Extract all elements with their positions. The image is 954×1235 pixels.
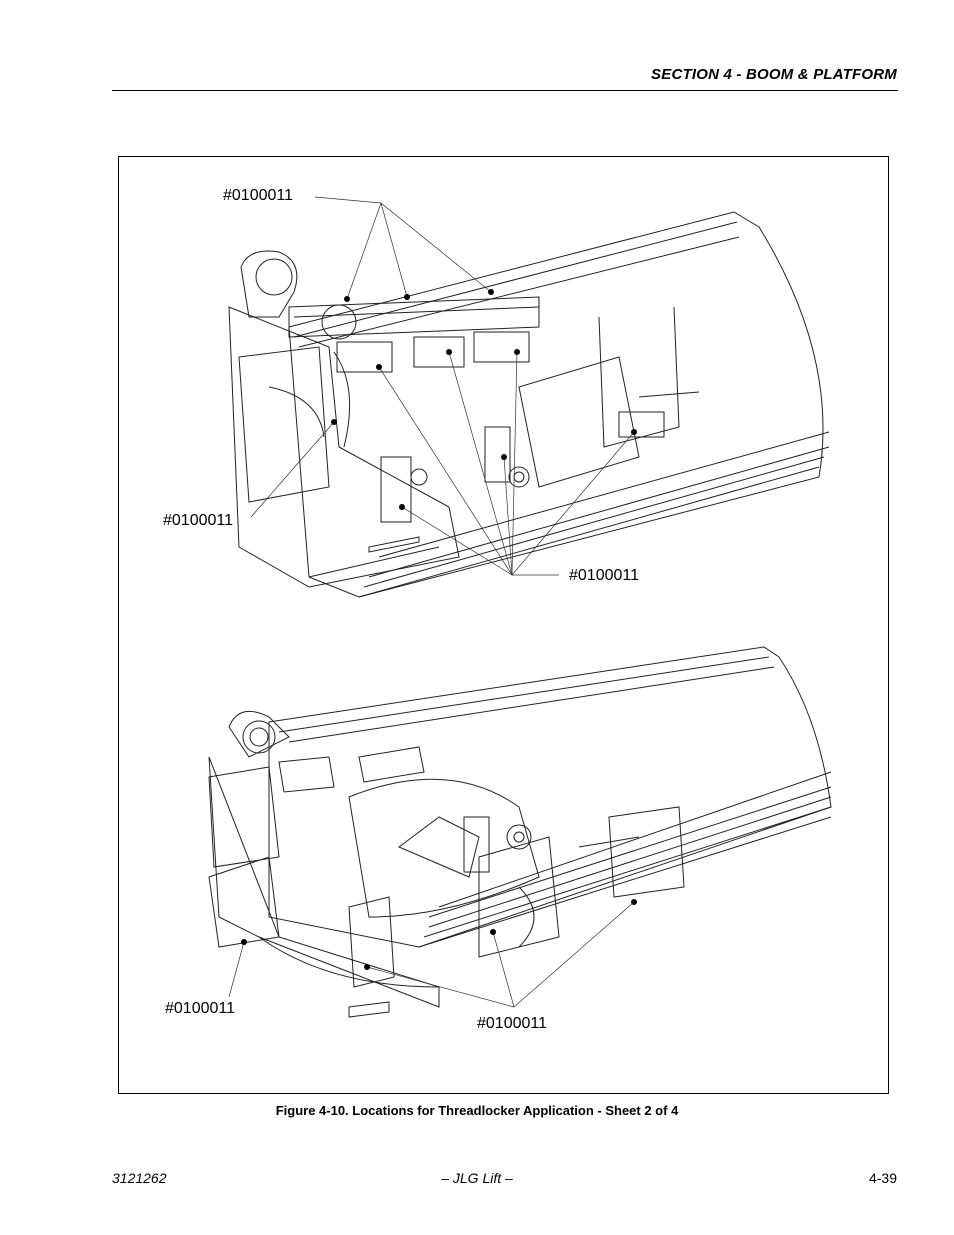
- boom-drawing: [208, 196, 832, 1018]
- callout-top: #0100011: [223, 187, 293, 204]
- header-rule: [112, 90, 898, 91]
- threadlocker-dots: [241, 289, 637, 970]
- callout-left-upper: #0100011: [163, 512, 233, 529]
- footer-center-text: – JLG Lift –: [441, 1170, 513, 1186]
- doc-number: 3121262: [112, 1170, 167, 1186]
- section-title: SECTION 4 - BOOM & PLATFORM: [651, 66, 897, 83]
- upper-boom-drawing: [228, 211, 830, 598]
- callout-left-lower: #0100011: [165, 1000, 235, 1017]
- figure-caption: Figure 4-10. Locations for Threadlocker …: [275, 1103, 679, 1118]
- callout-center-lower: #0100011: [477, 1015, 547, 1032]
- leader-lines: [228, 196, 635, 1008]
- callout-right-upper: #0100011: [569, 567, 639, 584]
- lower-boom-drawing: [208, 646, 832, 1018]
- figure-frame: #0100011 #0100011 #0100011 #0100011 #010…: [118, 156, 889, 1094]
- page-number: 4-39: [868, 1170, 897, 1186]
